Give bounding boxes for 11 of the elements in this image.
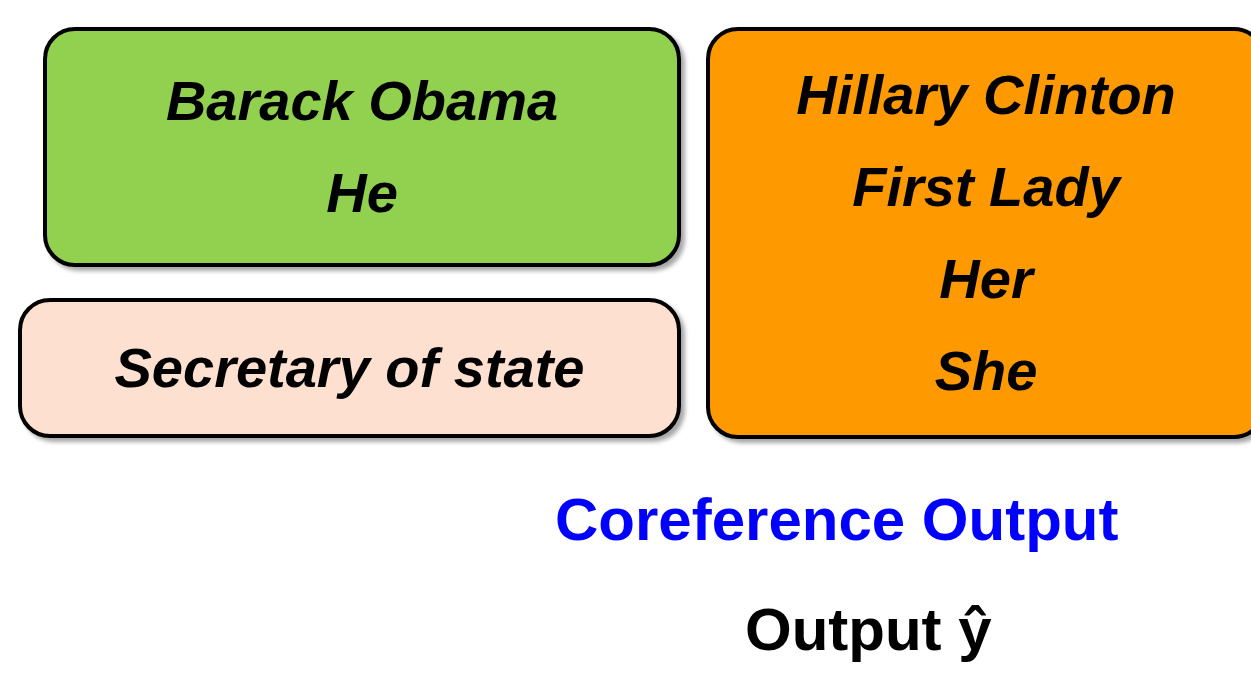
mention-cluster-box: [706, 27, 1251, 439]
mention-text: Secretary of state: [114, 335, 585, 401]
output-label: Output ŷ: [745, 595, 992, 664]
mention-text: Hillary Clinton: [796, 62, 1176, 128]
mention-cluster-box: [43, 27, 681, 267]
mention-text: First Lady: [852, 154, 1120, 220]
mention-text: Barack Obama: [165, 68, 559, 134]
mention-text: She: [934, 338, 1038, 404]
section-heading: Coreference Output: [555, 485, 1119, 554]
mention-cluster-box: [18, 298, 681, 438]
mention-text: He: [326, 160, 398, 226]
